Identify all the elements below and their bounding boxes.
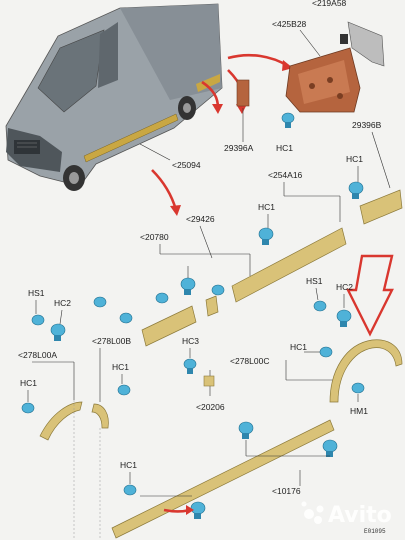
clip-hc-left-top [93, 296, 107, 308]
label-29426: <29426 [186, 214, 215, 224]
clip-hc-20780-b [155, 292, 169, 304]
label-29396b: 29396B [352, 120, 382, 130]
label-hc1-top: HC1 [276, 143, 293, 153]
label-hc1-left-b: HC1 [20, 378, 37, 388]
arch-278l00c [329, 339, 403, 403]
trim-20780-b [205, 295, 219, 317]
arch-278l00b [91, 403, 109, 429]
label-hc2-left: HC2 [54, 298, 71, 308]
clip-hc3 [183, 358, 197, 374]
label-20780: <20780 [140, 232, 169, 242]
label-hm1: HM1 [350, 406, 368, 416]
label-278l00b: <278L00B [92, 336, 131, 346]
label-hs1-left: HS1 [28, 288, 45, 298]
clip-hc-20780-a [180, 277, 196, 295]
clip-hc1-left-b2 [117, 384, 131, 396]
clip-hc-left-2 [119, 312, 133, 324]
label-hc1-bottom: HC1 [120, 460, 137, 470]
red-arrow-sill [151, 169, 178, 211]
part-20206 [203, 375, 215, 387]
clip-hc-20780-c [211, 284, 225, 296]
avito-watermark-text: Avito [328, 503, 392, 528]
clip-hc1-mid [258, 227, 274, 245]
clip-hc1-c [319, 346, 333, 358]
label-hc1-right: HC1 [346, 154, 363, 164]
clip-hc1-bottom [123, 484, 137, 496]
clip-hc2-left [50, 323, 66, 341]
label-278l00a: <278L00A [18, 350, 57, 360]
red-arrow-large [346, 254, 394, 337]
red-arrow-door [227, 53, 289, 68]
label-10176: <10176 [272, 486, 301, 496]
label-hc1-mid: HC1 [258, 202, 275, 212]
bracket-219a58 [340, 21, 385, 67]
label-hc1-left-b2: HC1 [112, 362, 129, 372]
drawing-code: E01095 [364, 528, 386, 535]
clip-hc-sill-b [322, 439, 338, 457]
label-219a58: <219A58 [312, 0, 347, 8]
label-20206: <20206 [196, 402, 225, 412]
clip-hs1-right [313, 300, 327, 312]
label-hc3: HC3 [182, 336, 199, 346]
sill-10176 [111, 419, 335, 539]
avito-watermark: Avito [301, 501, 392, 528]
clip-hc1-left-b [21, 402, 35, 414]
van-illustration [5, 3, 223, 191]
clip-hm1 [351, 382, 365, 394]
clip-hc1-top [281, 112, 295, 128]
clip-hc-bottom-r [190, 501, 206, 519]
label-hc2-right: HC2 [336, 282, 353, 292]
trim-29396b [359, 189, 403, 225]
label-425b28: <425B28 [272, 19, 307, 29]
label-hs1-right: HS1 [306, 276, 323, 286]
clip-hc2-right [336, 309, 352, 327]
label-254a16: <254A16 [268, 170, 303, 180]
label-25094: <25094 [172, 160, 201, 170]
trim-20780-a [141, 305, 197, 347]
label-29396a: 29396A [224, 143, 254, 153]
clip-hc-sill-a [238, 421, 254, 439]
trim-254a16 [231, 227, 347, 303]
label-278l00c: <278L00C [230, 356, 269, 366]
clip-hs1-left [31, 314, 45, 326]
label-hc1-c: HC1 [290, 342, 307, 352]
clip-hc1-right [348, 181, 364, 199]
arch-278l00a [39, 401, 83, 441]
door-trim-panel [285, 47, 361, 113]
part-29396a [236, 79, 250, 107]
